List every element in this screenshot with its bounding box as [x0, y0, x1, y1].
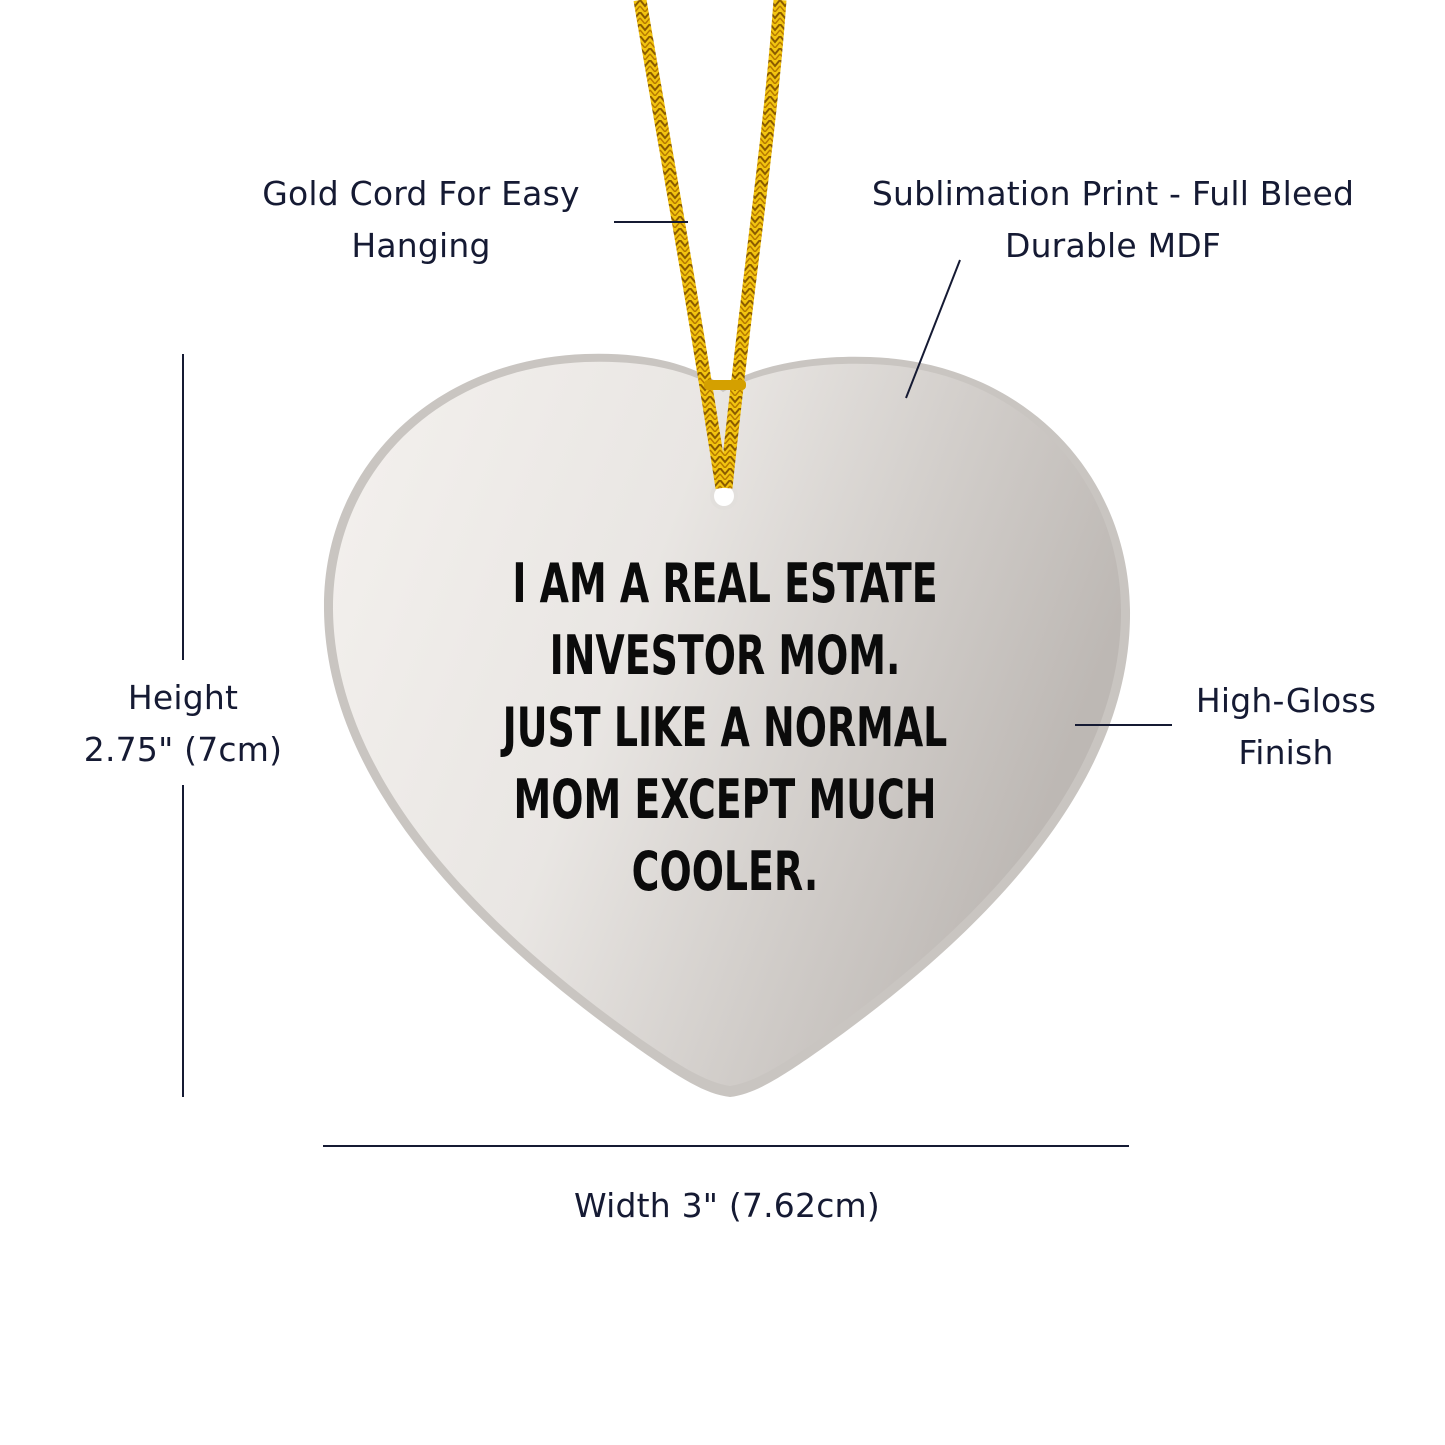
quote-line: I AM A REAL ESTATE: [512, 552, 938, 615]
width-callout-line1: Width 3" (7.62cm): [574, 1186, 880, 1225]
width-callout: Width 3" (7.62cm): [527, 1180, 927, 1232]
print-callout-line2: Durable MDF: [1004, 226, 1222, 265]
finish-callout-line1: High-Gloss: [1195, 681, 1377, 720]
gold-cord-icon: [633, 0, 787, 489]
quote-line: COOLER.: [631, 840, 819, 903]
ornament-quote: I AM A REAL ESTATE INVESTOR MOM. JUST LI…: [495, 548, 955, 908]
cord-callout-line1: Gold Cord For Easy: [262, 174, 580, 213]
finish-callout: High-Gloss Finish: [1176, 675, 1396, 779]
cord-callout: Gold Cord For Easy Hanging: [240, 168, 602, 272]
height-callout-line2: 2.75" (7cm): [83, 730, 283, 769]
heart-ornament: [323, 353, 1131, 1097]
height-callout: Height 2.75" (7cm): [68, 672, 298, 776]
height-callout-line1: Height: [127, 678, 239, 717]
quote-line: INVESTOR MOM.: [549, 624, 901, 687]
quote-line: MOM EXCEPT MUCH: [513, 768, 937, 831]
print-callout-line1: Sublimation Print - Full Bleed: [871, 174, 1355, 213]
cord-callout-line2: Hanging: [351, 226, 491, 265]
quote-line: JUST LIKE A NORMAL: [502, 696, 948, 759]
print-leader-line: [905, 259, 961, 399]
print-callout: Sublimation Print - Full Bleed Durable M…: [848, 168, 1378, 272]
finish-callout-line2: Finish: [1238, 733, 1334, 772]
